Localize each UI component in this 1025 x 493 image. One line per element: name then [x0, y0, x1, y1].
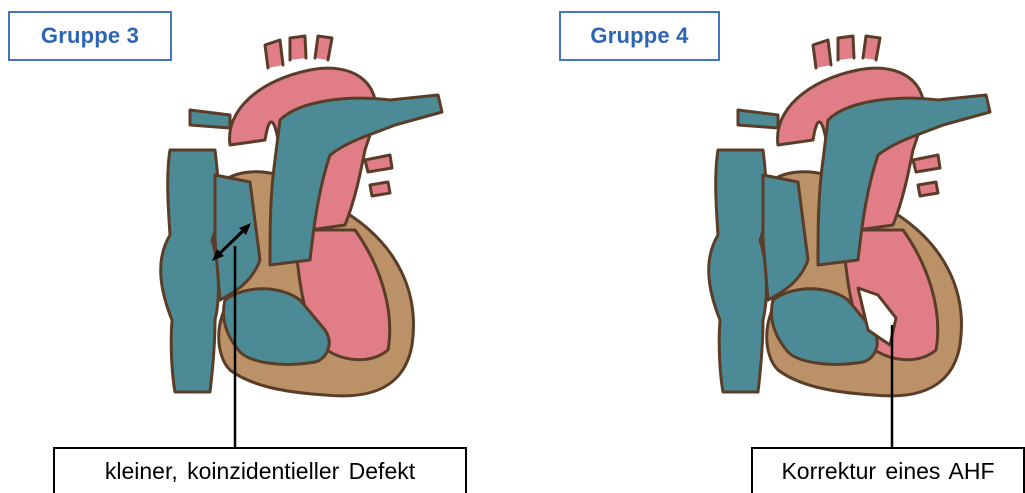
caption-group-3-text: kleiner, koinzidentieller Defekt	[105, 458, 415, 485]
caption-group-4-text: Korrektur eines AHF	[781, 458, 994, 485]
caption-group-4: Korrektur eines AHF	[751, 447, 1025, 493]
caption-group-3: kleiner, koinzidentieller Defekt	[53, 447, 467, 493]
defect-double-arrow	[217, 228, 246, 256]
